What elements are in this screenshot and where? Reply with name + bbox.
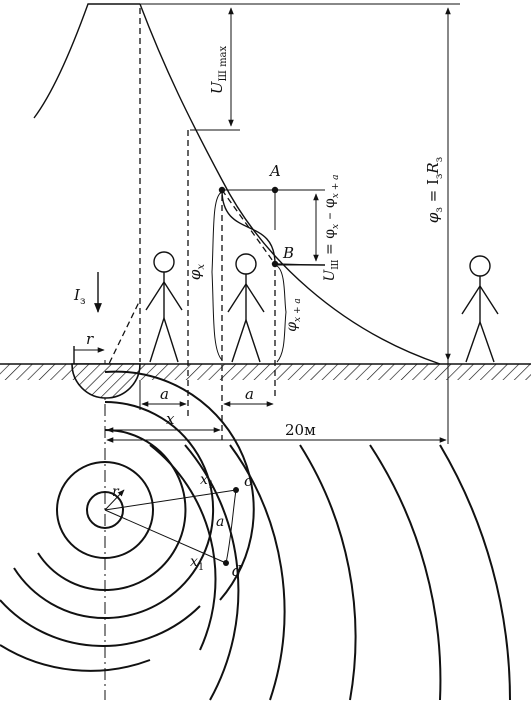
person-2 <box>227 253 265 363</box>
u-max-dimension: UШ max <box>140 3 240 131</box>
current-label: I <box>73 286 81 304</box>
point-b-label: B <box>282 244 294 262</box>
point-a-label: A <box>268 162 281 180</box>
u-max-sub: Ш max <box>218 45 229 81</box>
svg-text:φx + a: φx + a <box>284 298 303 332</box>
phi-xa-bracket: φx + a <box>276 265 303 363</box>
equipotential-circles <box>0 370 511 701</box>
a-label-2: a <box>245 385 254 403</box>
step-points: A B UШ = φx – φx + a <box>218 162 341 282</box>
ground-dimensions: a a x 20м <box>106 380 447 443</box>
x-label: x <box>166 410 175 428</box>
phi-z-dimension: φз = IзRз <box>240 3 460 361</box>
guides <box>104 8 449 700</box>
current-arrow: Iз r <box>73 272 105 353</box>
a-label-1: a <box>160 385 169 403</box>
u-max-label: U <box>208 80 226 94</box>
svg-text:UШ max: UШ max <box>208 45 229 94</box>
a-plan-label: a <box>216 514 224 530</box>
d-label: d <box>232 562 242 580</box>
potential-curve <box>33 3 441 365</box>
ground <box>0 346 531 399</box>
plan-geometry: r x1 x1 c d a <box>104 472 253 580</box>
person-3 <box>461 255 499 363</box>
r-plan-label: r <box>112 484 120 500</box>
c-label: c <box>244 472 253 490</box>
svg-text:x1: x1 <box>190 554 204 573</box>
phi-x-bracket: φx <box>186 191 223 361</box>
r-label: r <box>86 330 94 348</box>
distance-label: 20м <box>285 421 316 439</box>
person-1 <box>145 251 183 363</box>
svg-text:φx: φx <box>186 264 207 281</box>
svg-text:Iз: Iз <box>73 286 85 307</box>
u-step-formula: UШ = φx – φx + a <box>322 174 341 281</box>
svg-text:φз = IзRз: φз = IзRз <box>424 157 445 223</box>
svg-text:x1: x1 <box>200 472 214 491</box>
